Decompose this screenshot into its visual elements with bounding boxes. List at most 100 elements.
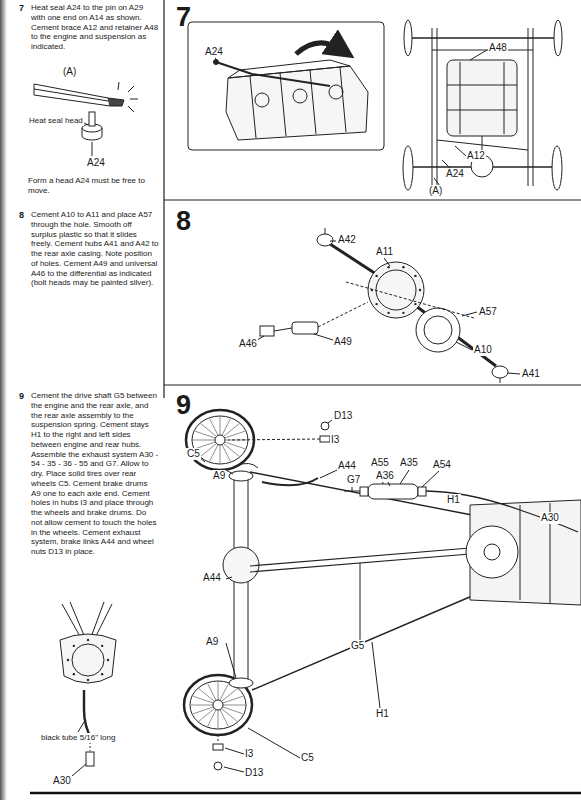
- rear-assembly: [214, 762, 222, 770]
- rear-assembly: [320, 470, 337, 478]
- rear-axle-exploded: [368, 262, 424, 318]
- callout-number: A44: [202, 572, 222, 584]
- chassis-top-view: [437, 28, 438, 186]
- rear-assembly: [208, 684, 216, 701]
- rear-axle-exploded: [402, 312, 404, 314]
- chassis-top-view: [403, 20, 562, 190]
- step-number: 8: [19, 210, 24, 221]
- callout-number: A9: [205, 636, 219, 648]
- chassis-top-view: [504, 62, 505, 134]
- rear-assembly: [213, 700, 223, 710]
- rear-assembly: [262, 478, 318, 485]
- chassis-top-view: [528, 28, 529, 186]
- rear-assembly: [426, 491, 578, 532]
- chassis-top-view: [404, 37, 562, 39]
- rear-assembly: [193, 696, 213, 703]
- callout-number: A30: [540, 512, 560, 524]
- rear-assembly: [220, 710, 228, 727]
- engine-inset: [340, 67, 346, 132]
- panel-frame: [164, 384, 581, 385]
- rear-axle-exploded: [387, 312, 389, 314]
- callout-number: (A): [62, 66, 77, 78]
- callout-number: I3: [330, 434, 340, 446]
- rear-assembly: [388, 482, 390, 486]
- rear-axle-exploded: [492, 366, 508, 378]
- engine-inset: [255, 93, 269, 107]
- rear-assembly: [193, 440, 215, 441]
- rear-assembly: [222, 419, 230, 436]
- rear-assembly: [222, 709, 238, 722]
- callout-number: G5: [350, 640, 365, 652]
- callout-number: C5: [300, 752, 315, 764]
- chassis-top-view: [470, 50, 487, 60]
- step-heading: 9: [176, 392, 191, 419]
- callout-number: A42: [337, 234, 357, 246]
- rear-assembly: [220, 417, 221, 435]
- rear-assembly: [199, 709, 215, 722]
- note-text: black tube 5/16" long: [40, 733, 116, 743]
- callout-number: A10: [473, 344, 493, 356]
- instruction-text: Heat seal A24 to the pin on A29 with one…: [31, 3, 159, 52]
- rear-assembly: [201, 444, 217, 457]
- engine-inset: [293, 89, 307, 103]
- rear-assembly: [360, 563, 361, 640]
- rear-assembly: [224, 444, 240, 457]
- callout-number: A11: [375, 246, 394, 258]
- callout-number: H1: [375, 708, 390, 720]
- rear-assembly: [368, 484, 418, 499]
- rear-assembly: [252, 596, 472, 690]
- rear-axle-exploded: [318, 302, 368, 327]
- rear-axle-exploded: [325, 228, 326, 234]
- rear-assembly: [236, 463, 258, 468]
- rear-axle-exploded: [416, 308, 460, 352]
- rear-assembly: [250, 472, 472, 515]
- rear-assembly: [210, 419, 218, 436]
- callout-number: G7: [346, 474, 361, 486]
- rear-assembly: [222, 689, 238, 702]
- callout-number: A24: [86, 157, 106, 169]
- callout-number: A57: [478, 306, 498, 318]
- rear-axle-exploded: [419, 289, 421, 291]
- rear-assembly: [191, 705, 213, 706]
- rear-assembly: [220, 445, 221, 463]
- instruction-text: Form a head A24 must be free to move.: [28, 176, 160, 196]
- rear-assembly: [218, 710, 219, 728]
- rear-axle-exploded: [500, 378, 501, 383]
- rear-axle-exploded: [314, 334, 333, 340]
- chassis-top-view: [403, 146, 413, 190]
- rear-assembly: [208, 710, 216, 727]
- rear-axle-exploded: [456, 342, 472, 350]
- panel-frame: [163, 200, 164, 385]
- rear-assembly: [520, 505, 521, 600]
- rear-assembly: [213, 744, 223, 750]
- rear-axle-exploded: [375, 275, 377, 277]
- heat-seal-detail: [92, 142, 93, 156]
- rear-assembly: [225, 442, 245, 449]
- engine-inset: [296, 43, 342, 54]
- scan-edge: [0, 0, 7, 800]
- engine-inset: [216, 62, 330, 86]
- callout-number: A36: [375, 470, 395, 482]
- engine-inset: [280, 73, 286, 136]
- rear-axle-exploded: [376, 270, 416, 310]
- exhaust-inset: [101, 645, 103, 647]
- rear-assembly: [193, 707, 213, 714]
- instruction-text: Cement A10 to A11 and place A57 through …: [31, 210, 159, 288]
- rear-assembly: [224, 767, 244, 772]
- rear-assembly: [225, 748, 244, 754]
- rear-axle-exploded: [387, 266, 389, 268]
- rear-assembly: [229, 471, 253, 481]
- chassis-top-view: [533, 28, 534, 186]
- step-number: 7: [19, 3, 24, 14]
- rear-assembly: [201, 424, 217, 437]
- rear-assembly: [248, 728, 300, 758]
- callout-number: A41: [521, 368, 541, 380]
- engine-inset: [250, 76, 256, 138]
- callout-number: (A): [428, 185, 443, 197]
- rear-assembly: [400, 470, 409, 484]
- step-heading: 8: [176, 208, 191, 235]
- rear-assembly: [210, 445, 218, 462]
- callout-number: A49: [333, 336, 353, 348]
- rear-assembly: [352, 487, 353, 492]
- rear-assembly: [466, 526, 518, 578]
